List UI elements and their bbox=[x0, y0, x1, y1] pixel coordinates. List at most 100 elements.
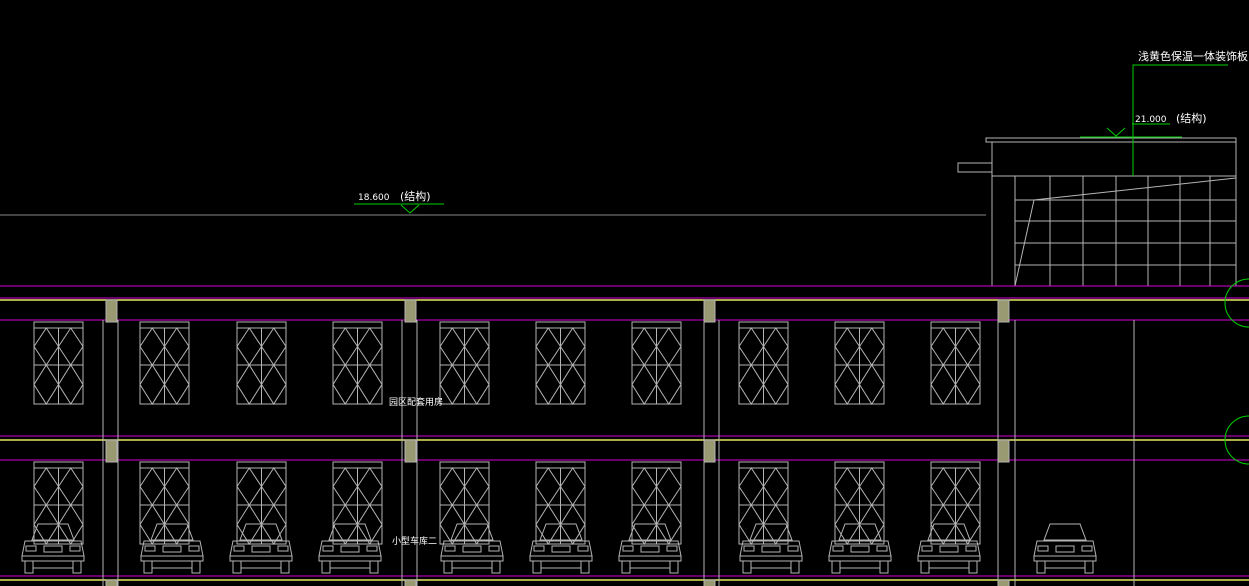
window bbox=[738, 461, 789, 545]
window-swing bbox=[139, 467, 166, 506]
window-swing bbox=[164, 327, 190, 366]
car-wheel-right bbox=[1084, 560, 1094, 574]
car-wheel-right bbox=[280, 560, 290, 574]
car-taillight-left bbox=[25, 545, 37, 552]
car-taillight-right bbox=[666, 545, 678, 552]
car-taillight-left bbox=[144, 545, 156, 552]
column-head bbox=[404, 439, 417, 463]
car-bumper bbox=[529, 555, 593, 562]
car-wheel-left bbox=[443, 560, 453, 574]
car-bumper bbox=[1033, 555, 1097, 562]
car-taillight-right bbox=[488, 545, 500, 552]
window bbox=[834, 321, 885, 405]
car-wheel-left bbox=[232, 560, 242, 574]
window bbox=[139, 321, 190, 405]
car-wheel-left bbox=[321, 560, 331, 574]
window-swing bbox=[236, 467, 263, 506]
window bbox=[332, 461, 383, 545]
car-body bbox=[440, 540, 504, 557]
window bbox=[535, 321, 586, 405]
car-wheel-left bbox=[742, 560, 752, 574]
parked-cars bbox=[21, 523, 1097, 574]
window-swing bbox=[464, 504, 490, 545]
window bbox=[738, 321, 789, 405]
window-swing bbox=[631, 327, 658, 366]
window-swing bbox=[930, 327, 957, 366]
car-wheel-left bbox=[831, 560, 841, 574]
window bbox=[930, 321, 981, 405]
car-taillight-left bbox=[444, 545, 456, 552]
window-swing bbox=[859, 467, 885, 506]
elevation-value-roof: 21.000 bbox=[1135, 115, 1167, 125]
car-cabin bbox=[239, 523, 283, 541]
window-swing bbox=[834, 467, 861, 506]
window-swing bbox=[763, 327, 789, 366]
window-swing bbox=[535, 327, 562, 366]
material-leader: 浅黄色保温一体装饰板 bbox=[1132, 49, 1248, 176]
window-swing bbox=[955, 504, 981, 545]
column-head bbox=[105, 439, 118, 463]
car bbox=[440, 523, 504, 574]
car-wheel-right bbox=[580, 560, 590, 574]
window bbox=[33, 461, 84, 545]
window-swing bbox=[955, 327, 981, 366]
car-taillight-right bbox=[787, 545, 799, 552]
car bbox=[21, 523, 85, 574]
window-swing bbox=[164, 504, 190, 545]
window-swing bbox=[33, 364, 60, 405]
window-swing bbox=[955, 364, 981, 405]
window bbox=[439, 461, 490, 545]
column-head bbox=[997, 299, 1010, 323]
car-body bbox=[318, 540, 382, 557]
window-swing bbox=[763, 504, 789, 545]
car-cabin bbox=[150, 523, 194, 541]
car-bumper bbox=[21, 555, 85, 562]
car-body bbox=[618, 540, 682, 557]
window-swing bbox=[955, 467, 981, 506]
window-swing bbox=[930, 364, 957, 405]
window-swing bbox=[859, 364, 885, 405]
window-swing bbox=[834, 364, 861, 405]
elevation-marker-parapet: 18.600 (结构) bbox=[354, 189, 444, 214]
car-taillight-left bbox=[533, 545, 545, 552]
car-taillight-right bbox=[188, 545, 200, 552]
car-wheel-left bbox=[143, 560, 153, 574]
car-wheel-right bbox=[879, 560, 889, 574]
car-taillight-left bbox=[743, 545, 755, 552]
car-taillight-left bbox=[832, 545, 844, 552]
car-wheel-right bbox=[790, 560, 800, 574]
car-plate bbox=[462, 545, 482, 553]
column-head bbox=[105, 579, 118, 586]
car-cabin bbox=[539, 523, 583, 541]
car bbox=[318, 523, 382, 574]
column-heads bbox=[105, 299, 1010, 586]
window-swing bbox=[357, 467, 383, 506]
car-bumper bbox=[318, 555, 382, 562]
car-bumper bbox=[828, 555, 892, 562]
window-swing bbox=[58, 364, 84, 405]
window-swing bbox=[834, 327, 861, 366]
car-bumper bbox=[140, 555, 204, 562]
window-swing bbox=[763, 364, 789, 405]
window-swing bbox=[261, 364, 287, 405]
window-swing bbox=[535, 467, 562, 506]
elevation-marker-roof: 21.000 (结构) bbox=[1080, 111, 1207, 138]
window-swing bbox=[236, 364, 263, 405]
car-cabin bbox=[927, 523, 971, 541]
windows-upper-floor bbox=[33, 321, 981, 405]
window bbox=[33, 321, 84, 405]
window-swing bbox=[33, 327, 60, 366]
window-swing bbox=[631, 467, 658, 506]
elevation-suffix-parapet: (结构) bbox=[400, 189, 431, 203]
car-plate bbox=[43, 545, 63, 553]
window-swing bbox=[164, 364, 190, 405]
car bbox=[917, 523, 981, 574]
column-head bbox=[997, 579, 1010, 586]
window-swing bbox=[439, 364, 466, 405]
window-swing bbox=[738, 327, 765, 366]
car-taillight-right bbox=[277, 545, 289, 552]
window-swing bbox=[58, 467, 84, 506]
window-swing bbox=[656, 504, 682, 545]
car-plate bbox=[251, 545, 271, 553]
